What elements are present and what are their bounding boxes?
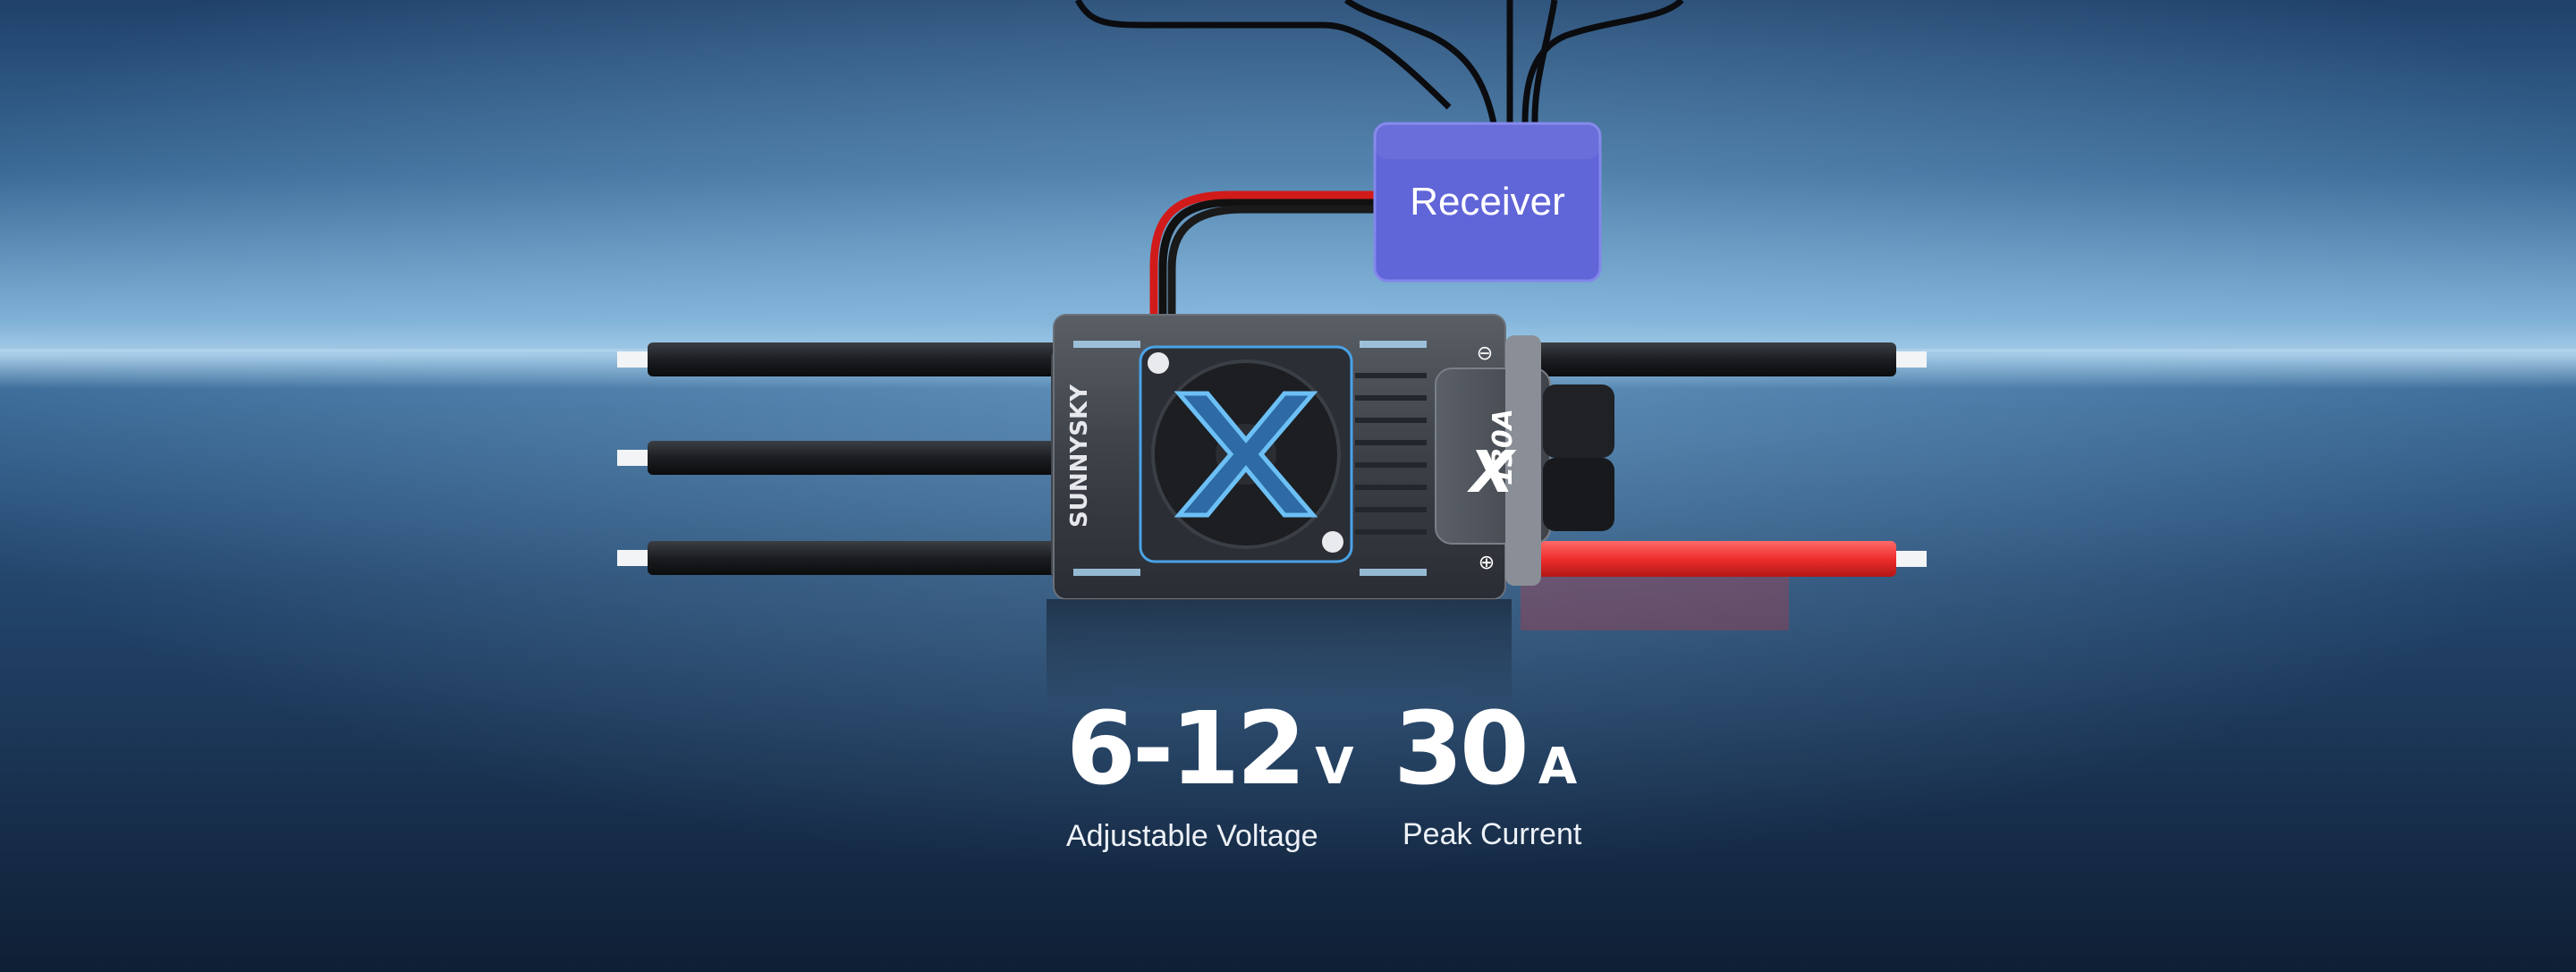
negative-symbol: ⊖ xyxy=(1477,342,1493,365)
motor-leads xyxy=(617,342,1059,575)
model-logo: X xyxy=(1466,440,1516,506)
cooling-fan xyxy=(1139,345,1353,563)
floor-reflection xyxy=(1046,599,1512,706)
positive-symbol: ⊕ xyxy=(1479,552,1495,574)
rating-label: 130A xyxy=(1487,409,1519,486)
current-value: 30 xyxy=(1394,691,1530,807)
current-label: Peak Current xyxy=(1402,817,1582,851)
voltage-unit: V xyxy=(1315,738,1354,796)
current-unit: A xyxy=(1538,738,1578,796)
fan-x-logo xyxy=(1174,391,1318,518)
receiver: Receiver xyxy=(1373,122,1602,283)
spec-current: 30 A Peak Current xyxy=(1394,699,1581,852)
voltage-value: 6-12 xyxy=(1066,691,1306,807)
receiver-top-wires xyxy=(1074,0,1684,124)
voltage-label: Adjustable Voltage xyxy=(1066,819,1318,853)
capacitors xyxy=(1543,385,1614,531)
spec-voltage: 6-12 V Adjustable Voltage xyxy=(1066,699,1354,854)
signal-wire xyxy=(1149,190,1382,358)
battery-leads xyxy=(1521,342,1927,630)
brand-label: SUNNYSKY xyxy=(1066,384,1093,528)
receiver-label: Receiver xyxy=(1410,180,1565,224)
esc-unit: SUNNYSKY X 130A ⊖ ⊕ xyxy=(1051,314,1614,600)
